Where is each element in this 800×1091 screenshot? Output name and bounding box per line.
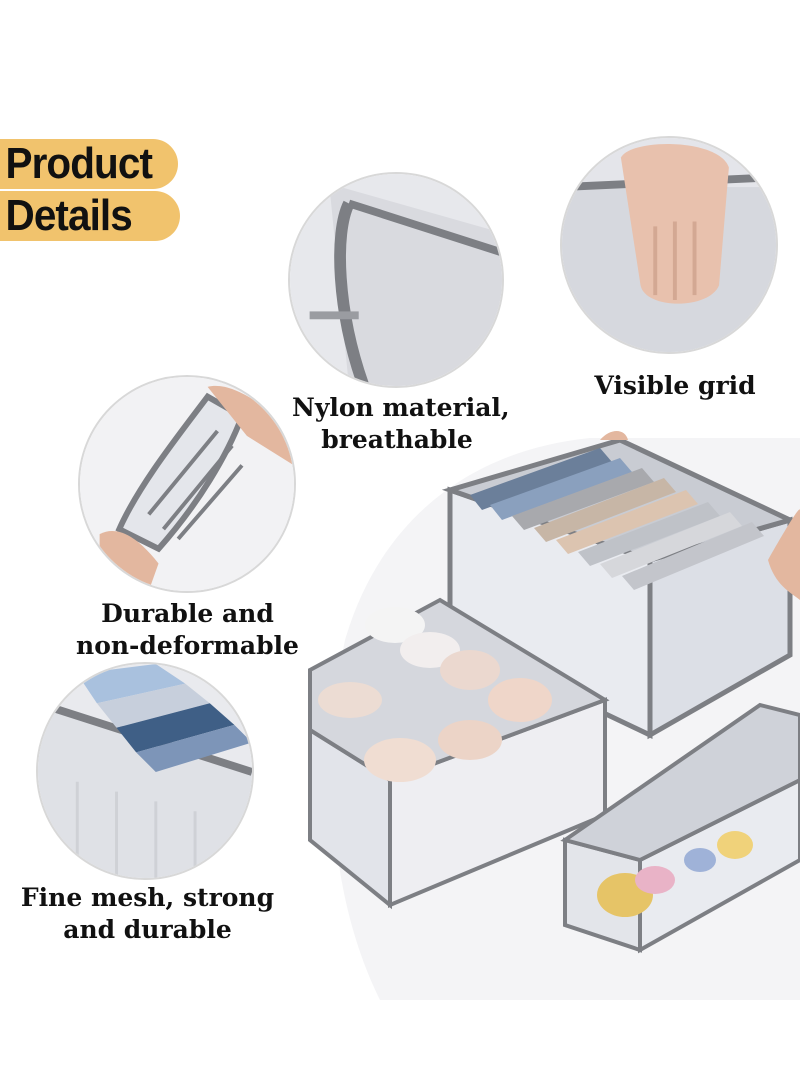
durable-photo [78,375,296,593]
feature-mesh-line1: Fine mesh, strong [20,883,275,912]
title-pill-product: Product [0,139,178,189]
feature-durable-caption: Durable and non-deformable [70,598,305,662]
title-pill-details: Details [0,191,180,241]
bra-organizer-box [308,597,610,910]
socks-organizer-box [560,702,800,954]
fine-mesh-photo [36,662,254,880]
feature-durable-line2: non-deformable [76,631,299,660]
clothes-organizer-box [441,431,800,740]
title-line-1: Product [5,139,153,188]
feature-nylon-line1: Nylon material, [292,393,510,422]
title-line-2: Details [5,191,133,240]
feature-durable-line1: Durable and [101,599,274,628]
nylon-material-photo [288,172,504,388]
feature-nylon-caption: Nylon material, breathable [292,392,510,456]
visible-grid-photo [560,136,778,354]
feature-mesh-line2: and durable [63,915,232,944]
feature-nylon-line2: breathable [321,425,473,454]
feature-grid-caption: Visible grid [585,370,765,402]
feature-mesh-caption: Fine mesh, strong and durable [20,882,275,946]
feature-grid-line1: Visible grid [594,371,756,400]
